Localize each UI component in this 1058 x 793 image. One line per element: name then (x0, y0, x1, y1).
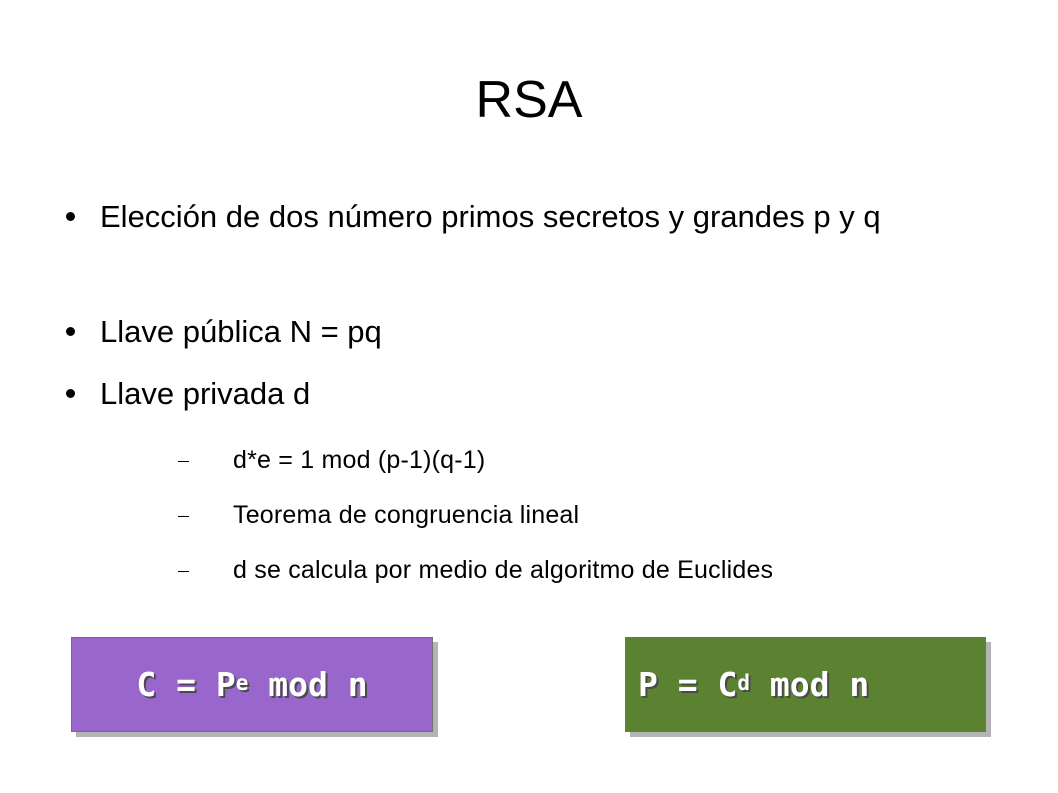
sub-bullet-text: d se calcula por medio de algoritmo de E… (233, 556, 774, 584)
bullet-dot-icon (66, 212, 75, 221)
bullet-item-private-key: Llave privada d (66, 374, 920, 414)
bullet-dot-icon (66, 327, 75, 336)
decryption-formula-exponent: d (737, 670, 750, 695)
decryption-formula-tail: mod n (750, 665, 870, 704)
bullet-text: Llave pública N = pq (100, 314, 382, 349)
bullet-dot-icon (66, 389, 75, 398)
bullet-item-public-key: Llave pública N = pq (66, 312, 920, 352)
sub-bullet-item-congruence-equation: d*e = 1 mod (p-1)(q-1) (178, 445, 883, 475)
sub-bullet-item-theorem: Teorema de congruencia lineal (178, 500, 883, 530)
sub-bullet-text: Teorema de congruencia lineal (233, 501, 580, 529)
sub-bullet-text: d*e = 1 mod (p-1)(q-1) (233, 446, 486, 474)
sub-bullet-dash-icon (178, 571, 189, 572)
bullet-text: Llave privada d (100, 376, 311, 411)
encryption-formula-exponent: e (235, 670, 249, 695)
bullet-text: Elección de dos número primos secretos y… (100, 199, 881, 234)
slide-title: RSA (475, 71, 583, 129)
decryption-formula-base: P = C (638, 665, 738, 704)
sub-bullet-dash-icon (178, 461, 189, 462)
sub-bullet-dash-icon (178, 516, 189, 517)
encryption-formula-tail: mod n (248, 665, 368, 704)
bullet-item-prime-selection: Elección de dos número primos secretos y… (66, 197, 920, 237)
encryption-formula-base: C = P (136, 665, 236, 704)
sub-bullet-item-euclid: d se calcula por medio de algoritmo de E… (178, 555, 883, 585)
